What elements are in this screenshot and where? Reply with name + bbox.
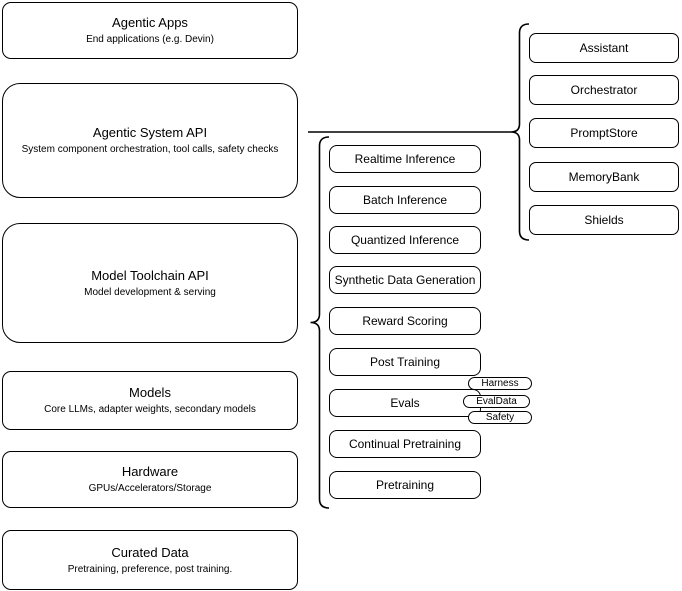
pill-label: Harness <box>481 378 519 389</box>
box-models: Models Core LLMs, adapter weights, secon… <box>2 371 298 430</box>
box-label: PromptStore <box>570 126 638 140</box>
box-subtitle: System component orchestration, tool cal… <box>21 144 279 155</box>
box-evals: Evals <box>329 389 481 417</box>
pill-harness: Harness <box>468 377 532 390</box>
box-subtitle: Pretraining, preference, post training. <box>67 563 233 575</box>
box-label: Quantized Inference <box>350 233 460 247</box>
box-label: Shields <box>584 213 624 227</box>
box-label: Continual Pretraining <box>348 437 462 451</box>
box-label: MemoryBank <box>568 170 640 184</box>
box-title: Model Toolchain API <box>91 267 209 283</box>
box-title: Curated Data <box>111 544 189 560</box>
box-label: Reward Scoring <box>362 314 448 328</box>
box-label: Evals <box>390 396 420 410</box>
box-label: Realtime Inference <box>354 152 456 166</box>
box-subtitle: End applications (e.g. Devin) <box>86 34 214 45</box>
box-quantized-inference: Quantized Inference <box>329 226 481 254</box>
box-batch-inference: Batch Inference <box>329 186 481 214</box>
box-continual-pretraining: Continual Pretraining <box>329 430 481 458</box>
box-label: Pretraining <box>375 478 435 492</box>
box-label: Assistant <box>579 41 629 55</box>
box-label: Orchestrator <box>570 83 638 97</box>
box-label: Batch Inference <box>362 193 448 207</box>
system-components-brace <box>510 23 530 241</box>
box-title: Models <box>129 385 171 400</box>
box-subtitle: Core LLMs, adapter weights, secondary mo… <box>44 404 256 415</box>
box-curated-data: Curated Data Pretraining, preference, po… <box>2 530 298 590</box>
box-title: Agentic Apps <box>112 15 188 30</box>
pill-safety: Safety <box>468 411 532 424</box>
box-title: Agentic System API <box>92 125 208 140</box>
box-assistant: Assistant <box>529 33 679 63</box>
box-pretraining: Pretraining <box>329 471 481 499</box>
box-subtitle: Model development & serving <box>84 286 216 298</box>
box-agentic-system-api: Agentic System API System component orch… <box>2 83 298 198</box>
box-subtitle: GPUs/Accelerators/Storage <box>88 483 212 494</box>
box-agentic-apps: Agentic Apps End applications (e.g. Devi… <box>2 2 298 59</box>
box-title: Hardware <box>121 464 179 479</box>
toolchain-brace <box>310 136 330 509</box>
box-model-toolchain-api: Model Toolchain API Model development & … <box>2 223 298 343</box>
box-orchestrator: Orchestrator <box>529 75 679 105</box>
box-synthetic-data-generation: Synthetic Data Generation <box>329 266 481 294</box>
box-hardware: Hardware GPUs/Accelerators/Storage <box>2 451 298 508</box>
pill-label: EvalData <box>476 396 517 407</box>
pill-evaldata: EvalData <box>463 395 530 408</box>
box-label: Synthetic Data Generation <box>334 273 476 287</box>
pill-label: Safety <box>485 412 515 423</box>
box-memorybank: MemoryBank <box>529 162 679 192</box>
box-reward-scoring: Reward Scoring <box>329 307 481 335</box>
box-realtime-inference: Realtime Inference <box>329 145 481 173</box>
box-label: Post Training <box>369 355 441 369</box>
box-shields: Shields <box>529 205 679 235</box>
box-post-training: Post Training <box>329 348 481 376</box>
box-promptstore: PromptStore <box>529 118 679 148</box>
